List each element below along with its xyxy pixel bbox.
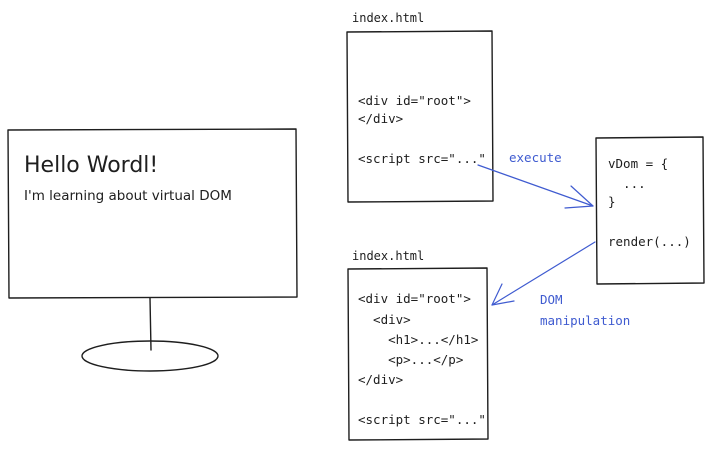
- vdom-line: ...: [608, 176, 646, 191]
- dom-manipulation-label-1: DOM: [540, 292, 563, 307]
- file-after-filename: index.html: [352, 249, 425, 263]
- file-after-line: <script src="...": [358, 412, 486, 427]
- monitor-screen: [7, 128, 298, 299]
- file-after-line: </div>: [358, 372, 404, 387]
- file-before-line: </div>: [358, 111, 404, 126]
- file-before-filename: index.html: [352, 11, 425, 25]
- execute-arrowhead: [564, 185, 594, 209]
- file-before-frame: [346, 30, 494, 203]
- file-before-line: <script src="...": [358, 151, 486, 166]
- execute-label: execute: [509, 150, 562, 165]
- monitor-stand: [149, 297, 152, 351]
- monitor-base: [81, 340, 219, 372]
- vdom-line: render(...): [608, 234, 691, 249]
- file-after-line: <div id="root">: [358, 291, 471, 306]
- monitor-subtext: I'm learning about virtual DOM: [24, 188, 232, 204]
- vdom-line: }: [608, 194, 616, 209]
- execute-arrow: [477, 164, 594, 207]
- dom-manipulation-label-2: manipulation: [540, 313, 631, 328]
- vdom-box-frame: [595, 136, 705, 285]
- vdom-line: vDom = {: [608, 156, 669, 171]
- monitor-heading: Hello Wordl!: [24, 153, 159, 178]
- file-after-line: <h1>...</h1>: [358, 332, 479, 347]
- file-after-line: <div>: [358, 312, 411, 327]
- file-before-line: <div id="root">: [358, 93, 471, 108]
- file-after-frame: [347, 267, 489, 441]
- dom-manipulation-arrow: [491, 241, 596, 306]
- dom-manipulation-arrowhead: [491, 283, 515, 306]
- file-after-line: <p>...</p>: [358, 352, 464, 367]
